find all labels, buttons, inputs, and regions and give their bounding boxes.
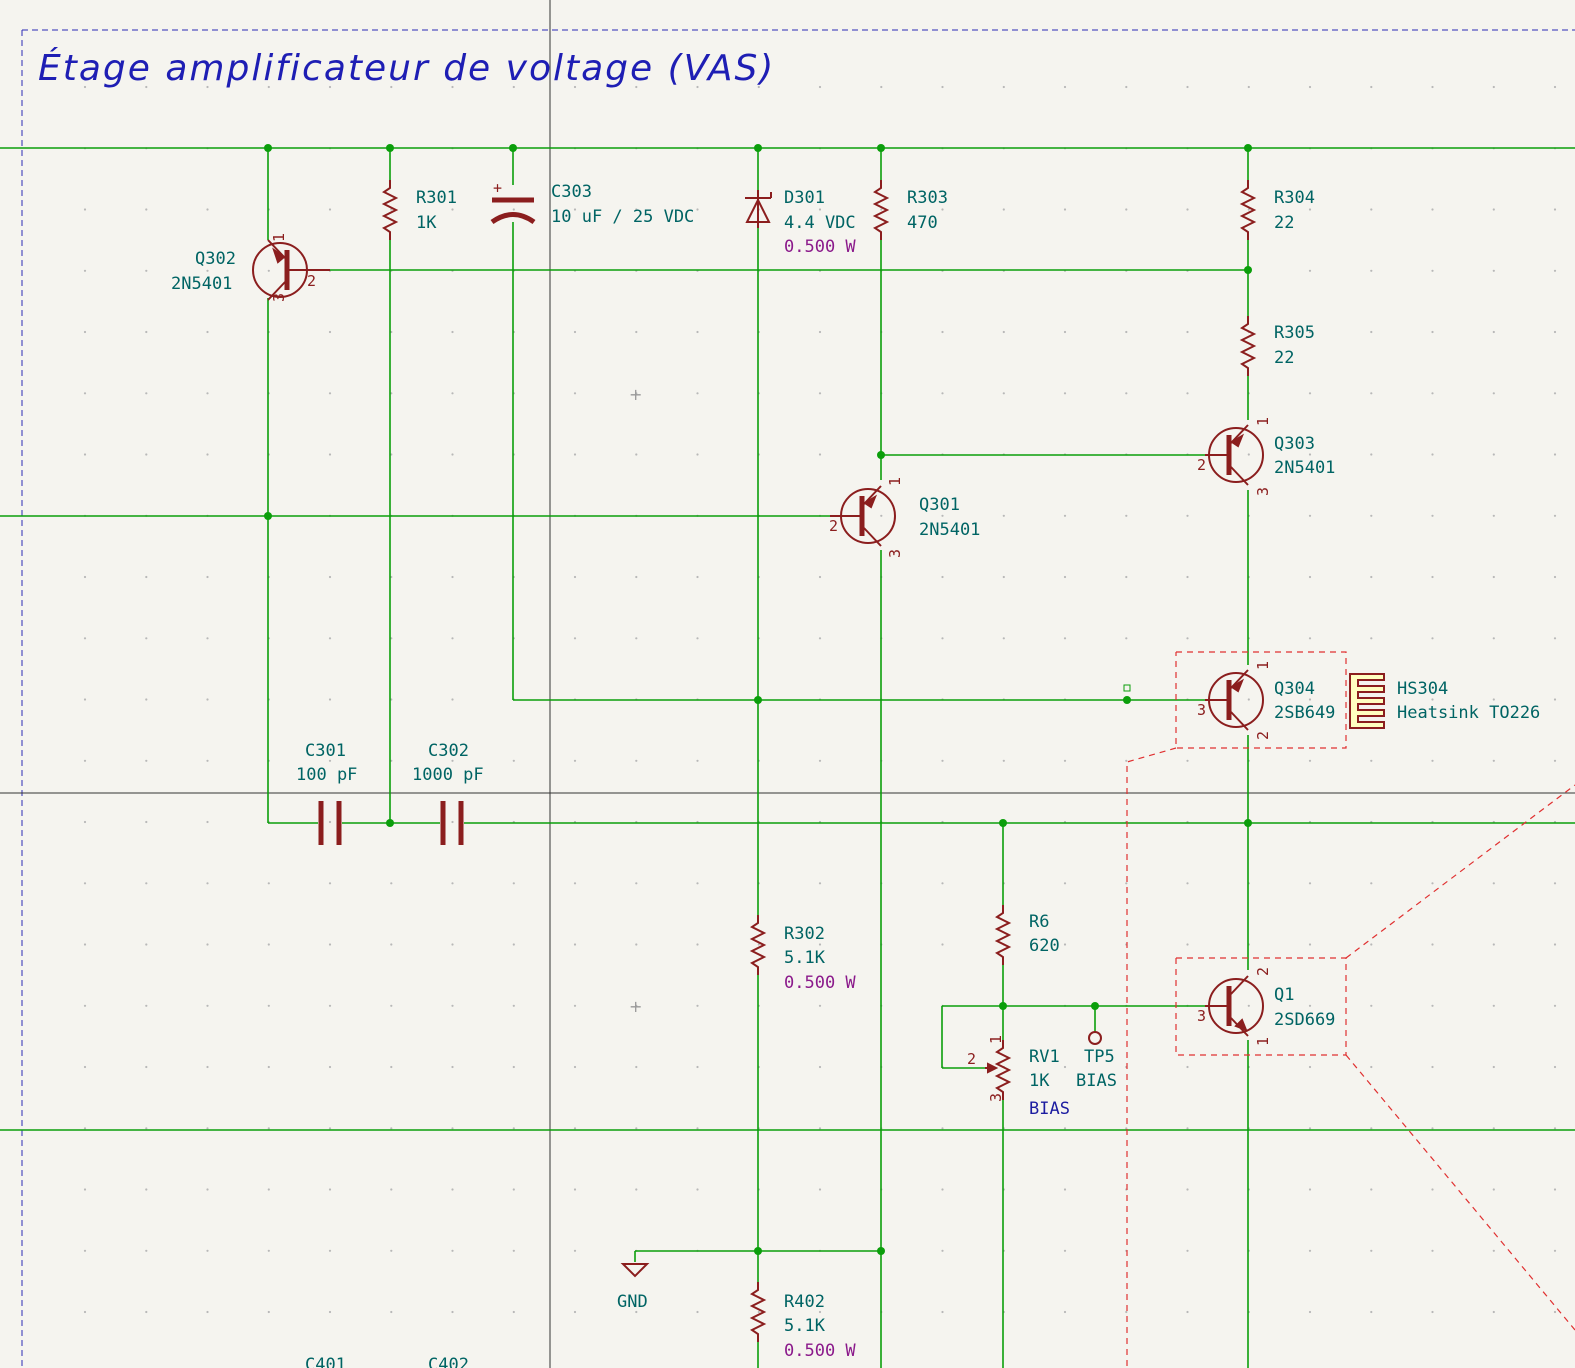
- capacitor-c301[interactable]: [318, 801, 342, 845]
- pin-number: 2: [1197, 456, 1206, 474]
- tp5-ref: TP5: [1084, 1047, 1115, 1067]
- wires[interactable]: [0, 147, 1575, 1368]
- r302-ref: R302: [784, 924, 825, 944]
- pin-number: 3: [1254, 487, 1272, 496]
- potentiometer-rv1[interactable]: 1 2 3: [967, 1035, 1012, 1102]
- heatsink-hs304[interactable]: [1349, 673, 1385, 729]
- c401-ref: C401: [305, 1355, 346, 1368]
- rv1-value: 1K: [1029, 1071, 1050, 1091]
- r305-ref: R305: [1274, 323, 1315, 343]
- r6-ref: R6: [1029, 912, 1049, 932]
- pin-number: 2: [307, 272, 316, 290]
- q304-group-outline: [1175, 651, 1347, 749]
- q302-ref: Q302: [195, 249, 236, 269]
- r301-value: 1K: [416, 213, 437, 233]
- polarity-mark: +: [493, 179, 502, 197]
- pin-number: 1: [270, 233, 288, 242]
- r303-value: 470: [907, 213, 938, 233]
- transistor-q1[interactable]: 2 3 1: [1197, 967, 1272, 1046]
- capacitor-c303[interactable]: +: [490, 179, 536, 225]
- testpoint-tp5[interactable]: [1088, 1031, 1102, 1045]
- pin-number: 1: [886, 477, 904, 486]
- rv1-field: BIAS: [1029, 1099, 1070, 1119]
- grid-origin-marker: +: [629, 997, 642, 1016]
- pin-number: 1: [1254, 417, 1272, 426]
- tp5-value: BIAS: [1076, 1071, 1117, 1091]
- resistor-r302[interactable]: [749, 915, 767, 975]
- pin-number: 2: [829, 517, 838, 535]
- pin-number: 3: [1197, 1007, 1206, 1025]
- resistor-r305[interactable]: [1239, 316, 1257, 376]
- resistor-r6[interactable]: [994, 905, 1012, 965]
- group-link-line: [1126, 747, 1177, 1368]
- r301-ref: R301: [416, 188, 457, 208]
- q301-value: 2N5401: [919, 520, 980, 540]
- c302-value: 1000 pF: [412, 765, 484, 785]
- resistor-r304[interactable]: [1239, 180, 1257, 240]
- pin-number: 3: [987, 1093, 1005, 1102]
- rv1-ref: RV1: [1029, 1047, 1060, 1067]
- q302-value: 2N5401: [171, 274, 232, 294]
- transistor-q304[interactable]: 1 3 2: [1197, 661, 1272, 740]
- c303-ref: C303: [551, 182, 592, 202]
- r302-value: 5.1K: [784, 948, 826, 968]
- pin-number: 3: [1197, 701, 1206, 719]
- gnd-label: GND: [617, 1292, 648, 1312]
- grid-origin-marker: +: [629, 385, 642, 404]
- diode-d301[interactable]: [745, 190, 772, 228]
- group-link-line: [1345, 1054, 1575, 1331]
- pin-number: 2: [1254, 967, 1272, 976]
- r6-value: 620: [1029, 936, 1060, 956]
- r302-power: 0.500 W: [784, 973, 856, 993]
- resistor-r301[interactable]: [381, 180, 399, 240]
- r304-value: 22: [1274, 213, 1294, 233]
- capacitor-c302[interactable]: [440, 801, 464, 845]
- pin-number: 1: [987, 1035, 1005, 1044]
- d301-power: 0.500 W: [784, 237, 856, 257]
- c301-value: 100 pF: [296, 765, 357, 785]
- r304-ref: R304: [1274, 188, 1315, 208]
- group-link-line: [1345, 784, 1575, 959]
- q303-ref: Q303: [1274, 434, 1315, 454]
- c402-ref: C402: [428, 1355, 469, 1368]
- junctions: [264, 144, 1252, 1255]
- pin-number: 1: [1254, 661, 1272, 670]
- no-connect-marker: [1123, 684, 1131, 692]
- q304-value: 2SB649: [1274, 703, 1335, 723]
- c303-value: 10 uF / 25 VDC: [551, 207, 694, 227]
- r305-value: 22: [1274, 348, 1294, 368]
- pin-number: 2: [1254, 731, 1272, 740]
- r402-ref: R402: [784, 1292, 825, 1312]
- q304-ref: Q304: [1274, 679, 1315, 699]
- hs304-value: Heatsink TO226: [1397, 703, 1540, 723]
- d301-value: 4.4 VDC: [784, 213, 856, 233]
- transistor-q302[interactable]: 1 2 3: [252, 233, 330, 302]
- transistor-q301[interactable]: 1 2 3: [829, 477, 904, 558]
- c302-ref: C302: [428, 741, 469, 761]
- r303-ref: R303: [907, 188, 948, 208]
- q303-value: 2N5401: [1274, 458, 1335, 478]
- pin-number: 3: [886, 549, 904, 558]
- resistor-r303[interactable]: [872, 180, 890, 240]
- pin-number: 3: [270, 293, 288, 302]
- sheet-title: Étage amplificateur de voltage (VAS): [38, 47, 775, 89]
- pin-number: 1: [1254, 1037, 1272, 1046]
- transistor-q303[interactable]: 1 2 3: [1197, 417, 1272, 496]
- ground-symbol[interactable]: [620, 1263, 650, 1278]
- q1-ref: Q1: [1274, 985, 1294, 1005]
- d301-ref: D301: [784, 188, 825, 208]
- q1-value: 2SD669: [1274, 1010, 1335, 1030]
- r402-power: 0.500 W: [784, 1341, 856, 1361]
- resistor-r402[interactable]: [749, 1282, 767, 1342]
- hs304-ref: HS304: [1397, 679, 1448, 699]
- c301-ref: C301: [305, 741, 346, 761]
- pin-number: 2: [967, 1050, 976, 1068]
- r402-value: 5.1K: [784, 1316, 826, 1336]
- q301-ref: Q301: [919, 495, 960, 515]
